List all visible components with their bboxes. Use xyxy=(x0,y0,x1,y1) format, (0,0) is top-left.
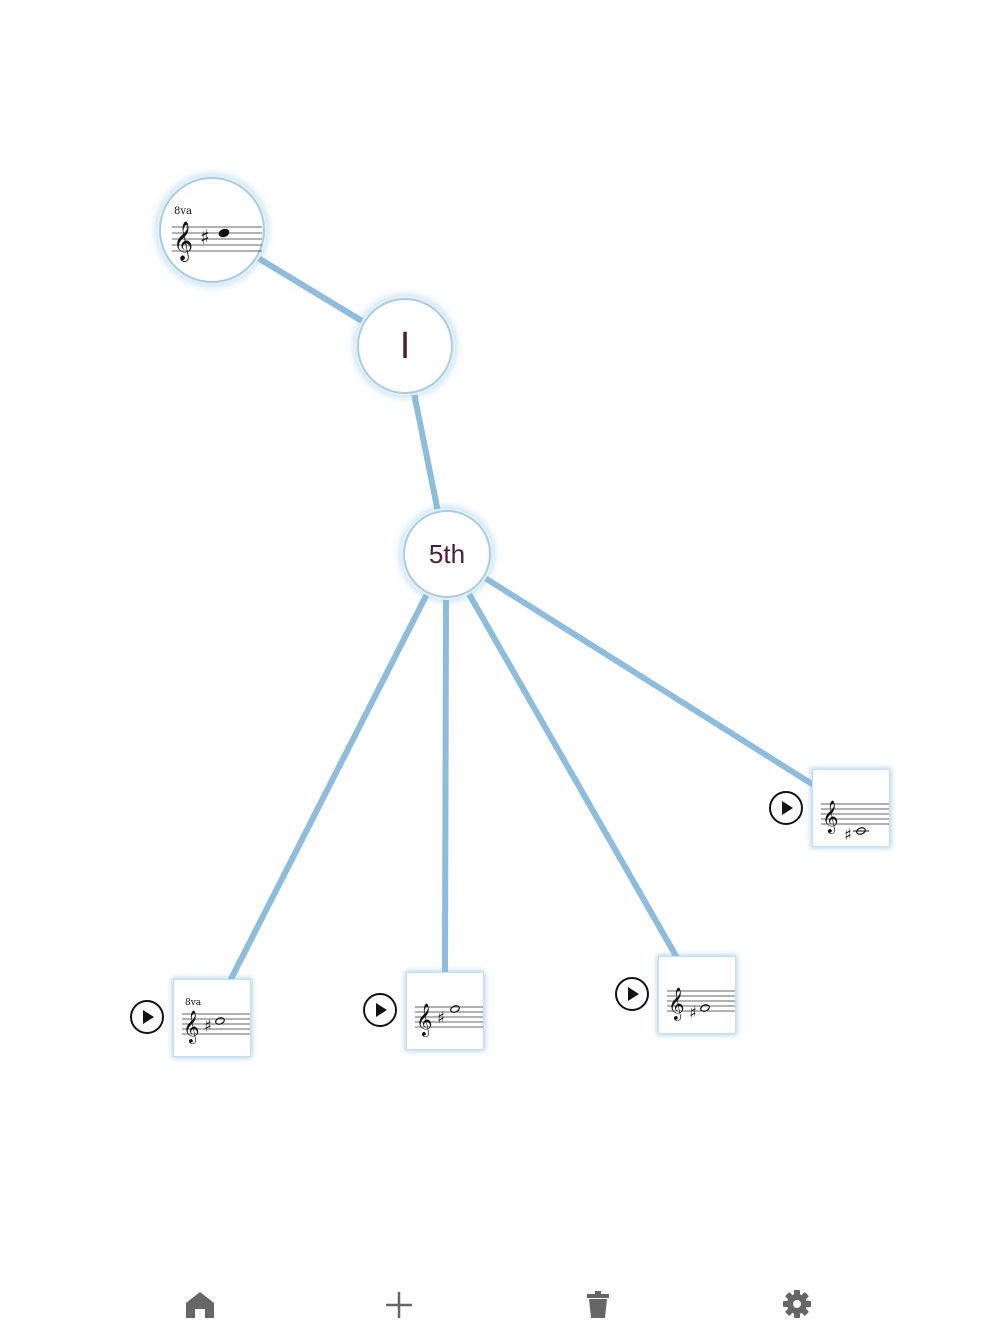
play-button[interactable] xyxy=(130,1000,164,1034)
sharp-icon: ♯ xyxy=(200,225,210,249)
treble-clef-icon: 𝄞 xyxy=(822,800,839,834)
octave-mark: 8va xyxy=(174,206,192,217)
treble-clef-icon: 𝄞 xyxy=(668,987,685,1021)
play-icon xyxy=(782,801,793,815)
add-button[interactable] xyxy=(377,1283,421,1327)
staff-notation: 𝄞 ♯ xyxy=(821,800,889,844)
chord-node[interactable]: I xyxy=(357,298,453,394)
link-interval-result-3 xyxy=(466,591,679,959)
staff-notation: 𝄞 ♯ xyxy=(415,1003,483,1037)
sharp-icon: ♯ xyxy=(437,1008,445,1027)
note-head xyxy=(450,1005,460,1013)
link-chord-interval xyxy=(411,390,441,515)
sharp-icon: ♯ xyxy=(689,1003,697,1022)
sharp-icon: ♯ xyxy=(204,1016,212,1035)
treble-clef-icon: 𝄞 xyxy=(183,1010,200,1044)
home-button[interactable] xyxy=(178,1283,222,1327)
link-interval-result-1 xyxy=(228,591,430,982)
plus-icon xyxy=(386,1292,412,1318)
play-button[interactable] xyxy=(769,791,803,825)
play-icon xyxy=(628,987,639,1001)
interval-node-label: 5th xyxy=(428,538,466,569)
octave-mark: 8va xyxy=(185,998,202,1008)
chord-node-label: I xyxy=(399,324,411,367)
settings-button[interactable] xyxy=(775,1283,819,1327)
result-card-3[interactable]: 𝄞 ♯ xyxy=(658,956,736,1034)
sharp-icon: ♯ xyxy=(844,825,852,844)
home-icon xyxy=(186,1292,214,1318)
delete-button[interactable] xyxy=(576,1283,620,1327)
treble-clef-icon: 𝄞 xyxy=(173,221,193,262)
staff-notation: 𝄞 ♯ xyxy=(667,987,735,1022)
staff-notation: 8va 𝄞 ♯ xyxy=(172,206,262,262)
result-card-2[interactable]: 𝄞 ♯ xyxy=(406,972,484,1050)
treble-clef-icon: 𝄞 xyxy=(416,1003,433,1037)
gear-icon xyxy=(783,1290,811,1318)
trash-icon xyxy=(587,1291,609,1318)
play-icon xyxy=(143,1010,154,1024)
note-head xyxy=(856,827,866,835)
staff-notation: 8va 𝄞 ♯ xyxy=(182,998,250,1044)
root-note-node[interactable]: 8va 𝄞 ♯ xyxy=(159,177,265,283)
link-interval-result-4 xyxy=(482,575,815,787)
result-card-4[interactable]: 𝄞 ♯ xyxy=(812,769,890,847)
note-head xyxy=(700,1004,710,1012)
play-icon xyxy=(376,1003,387,1017)
note-head xyxy=(215,1017,225,1025)
play-button[interactable] xyxy=(615,977,649,1011)
play-button[interactable] xyxy=(363,993,397,1027)
link-interval-result-2 xyxy=(442,595,449,975)
interval-node[interactable]: 5th xyxy=(403,510,491,598)
note-head xyxy=(218,228,230,238)
link-root-chord xyxy=(255,255,365,324)
result-card-1[interactable]: 8va 𝄞 ♯ xyxy=(173,979,251,1057)
